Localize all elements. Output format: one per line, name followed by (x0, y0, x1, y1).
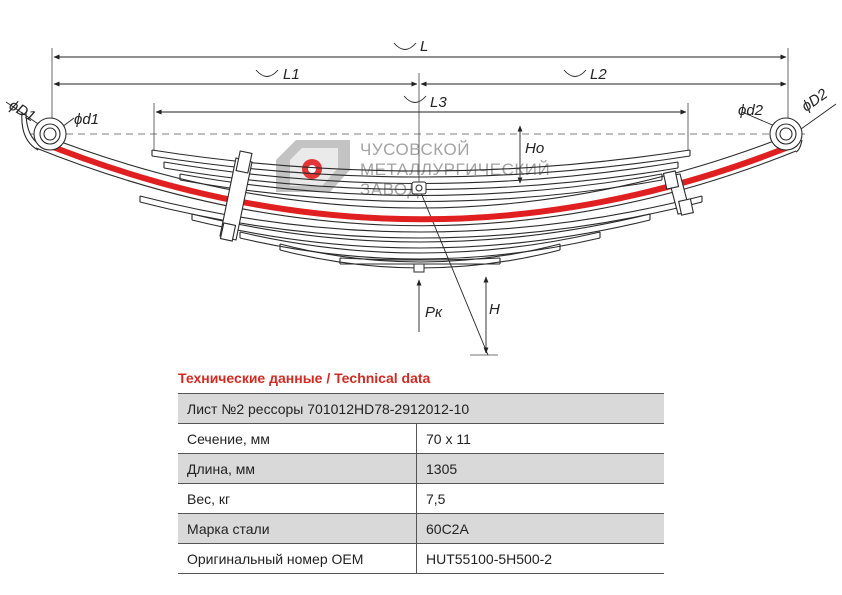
leaf-main-top-edge (39, 133, 793, 209)
label-L2: L2 (590, 66, 607, 83)
label-L1: L1 (283, 66, 300, 83)
table-row: Сечение, мм 70 х 11 (178, 423, 664, 454)
spec-label-cell: Вес, кг (178, 483, 417, 514)
table-row: Оригинальный номер OEM HUT55100-5H500-2 (178, 543, 664, 574)
leaf-spring-drawing: ЧУСОВСКОЙ МЕТАЛЛУРГИЧЕСКИЙ ЗАВОД L (5, 38, 837, 356)
spec-value-cell: 60С2А (416, 513, 664, 544)
spec-label-cell: Марка стали (178, 513, 417, 544)
spec-label-cell: Оригинальный номер OEM (178, 543, 417, 574)
leaf-lower-4 (279, 243, 561, 263)
spring-leaves (21, 111, 803, 269)
technical-data-table: Лист №2 рессоры 701012HD78-2912012-10 Се… (178, 393, 664, 574)
leaf-lower-2 (191, 213, 651, 243)
force-direction-line (418, 187, 489, 356)
label-Pk: Pк (425, 304, 443, 321)
leaf-main-bottom-edge (35, 147, 797, 227)
leaf-wrap-left (21, 111, 39, 151)
dimension-lines (5, 54, 837, 356)
spec-value-cell: 7,5 (416, 483, 664, 514)
label-d2: ϕd2 (738, 102, 764, 119)
technical-data-heading: Технические данные / Technical data (178, 370, 431, 386)
label-L3: L3 (430, 94, 447, 111)
spec-label-cell: Длина, мм (178, 453, 417, 484)
table-row: Лист №2 рессоры 701012HD78-2912012-10 (178, 393, 664, 424)
leaf-lower-1 (139, 195, 703, 233)
watermark-line-2: МЕТАЛЛУРГИЧЕСКИЙ (360, 160, 550, 179)
extension-lines (51, 48, 789, 356)
symmetry-marks (255, 42, 587, 103)
label-H: H (489, 301, 500, 318)
left-clamp (219, 150, 253, 242)
leaf-main-red (36, 138, 798, 223)
table-row: Вес, кг 7,5 (178, 483, 664, 514)
spec-label-cell: Сечение, мм (178, 423, 417, 454)
table-row: Марка стали 60С2А (178, 513, 664, 544)
label-L: L (420, 38, 428, 55)
spec-value-cell: 70 х 11 (416, 423, 664, 454)
centre-bolt (411, 181, 427, 273)
table-row: Длина, мм 1305 (178, 453, 664, 484)
company-logo-icon (276, 140, 350, 192)
right-clamp (662, 170, 694, 216)
leaf-lower-5 (339, 257, 501, 261)
label-Ho: Ho (525, 140, 544, 157)
spec-value-cell: HUT55100-5H500-2 (416, 543, 664, 574)
label-d1: ϕd1 (74, 111, 99, 128)
leaf-wrap-right (795, 139, 803, 153)
part-name-cell: Лист №2 рессоры 701012HD78-2912012-10 (178, 393, 664, 424)
spec-value-cell: 1305 (416, 453, 664, 484)
left-eye-bushing (33, 117, 67, 151)
right-eye-bushing (769, 117, 803, 151)
watermark-line-1: ЧУСОВСКОЙ (360, 140, 470, 159)
leaf-top-1 (151, 149, 691, 172)
leaf-lower-3 (239, 231, 601, 254)
